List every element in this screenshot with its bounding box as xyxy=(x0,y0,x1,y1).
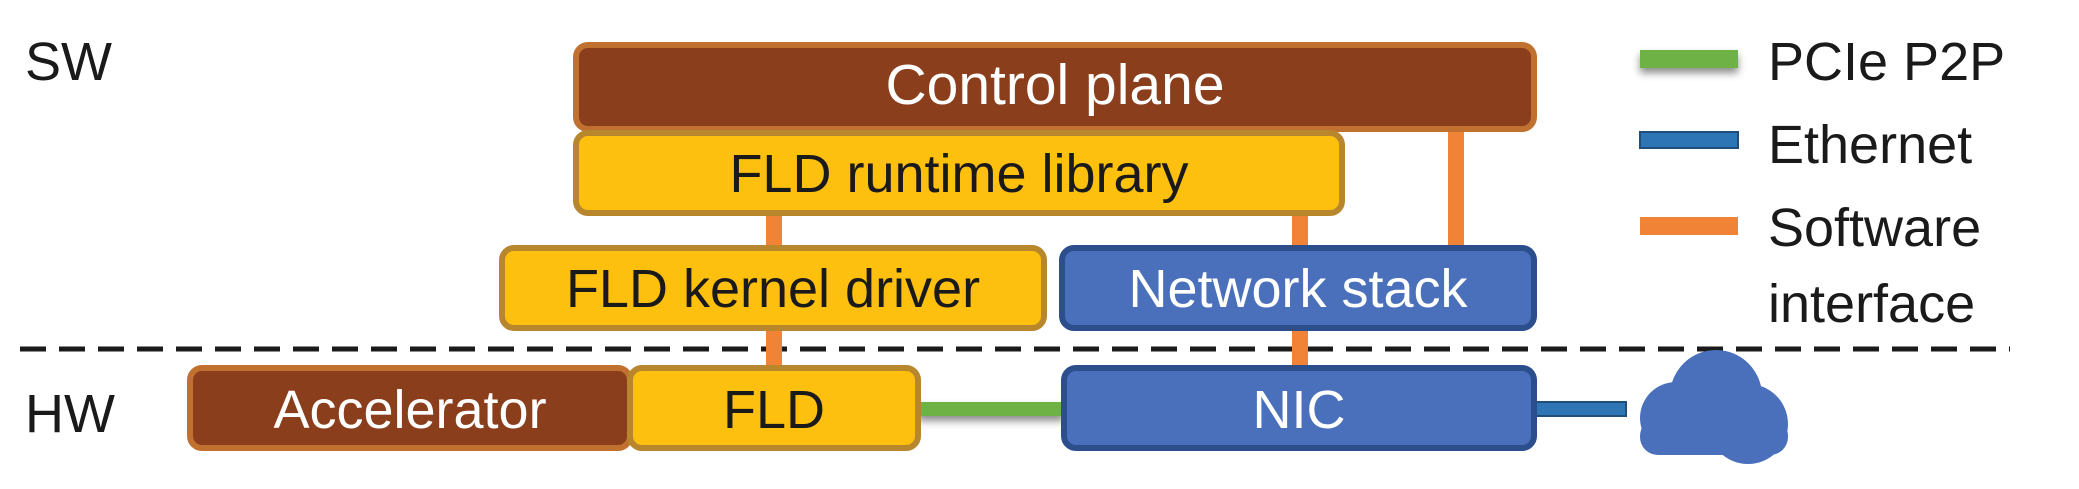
runtime-library-block: FLD runtime library xyxy=(573,130,1345,216)
runtime-to-driver-link xyxy=(766,214,782,250)
pcie-p2p-link xyxy=(918,402,1064,416)
kernel-driver-label: FLD kernel driver xyxy=(566,259,980,319)
legend-ethernet-swatch xyxy=(1639,131,1739,149)
legend-software-label-line1: Software xyxy=(1768,198,1981,258)
legend-pcie-swatch xyxy=(1640,50,1738,68)
cloud-icon xyxy=(1640,350,1788,464)
legend-software-swatch xyxy=(1640,217,1738,235)
runtime-library-label: FLD runtime library xyxy=(729,144,1188,204)
control-plane-block: Control plane xyxy=(573,42,1537,132)
network-stack-to-nic-link xyxy=(1292,328,1308,370)
legend: PCIe P2P Ethernet Software interface xyxy=(1639,32,2005,334)
nic-block: NIC xyxy=(1061,365,1537,451)
software-interface-links xyxy=(766,130,1464,370)
fld-label: FLD xyxy=(723,380,825,440)
fld-block: FLD xyxy=(627,365,921,451)
driver-to-fld-link xyxy=(766,328,782,370)
legend-ethernet-label: Ethernet xyxy=(1768,115,1972,175)
legend-pcie-label: PCIe P2P xyxy=(1768,32,2005,92)
legend-software-label-line2: interface xyxy=(1768,274,1975,334)
control-plane-label: Control plane xyxy=(885,53,1224,117)
accelerator-label: Accelerator xyxy=(273,380,546,440)
hw-layer-label: HW xyxy=(25,384,115,444)
ethernet-link xyxy=(1531,401,1627,417)
accelerator-block: Accelerator xyxy=(187,365,633,451)
nic-label: NIC xyxy=(1253,380,1346,440)
kernel-driver-block: FLD kernel driver xyxy=(499,245,1047,331)
runtime-to-network-stack-link xyxy=(1292,214,1308,250)
network-stack-block: Network stack xyxy=(1059,245,1537,331)
sw-layer-label: SW xyxy=(25,32,112,92)
network-stack-label: Network stack xyxy=(1128,259,1468,319)
control-to-network-stack-link xyxy=(1448,130,1464,248)
